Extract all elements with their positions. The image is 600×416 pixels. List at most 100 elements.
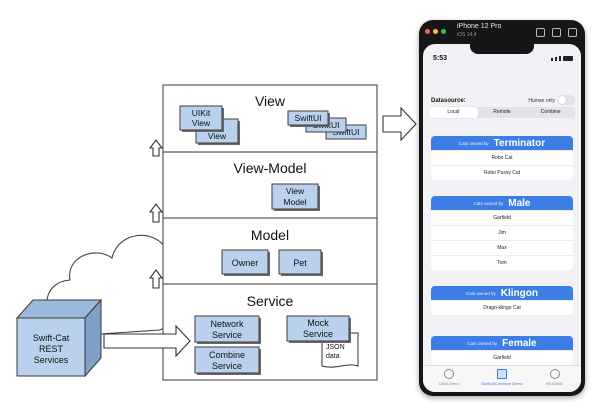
svg-text:View: View [286, 186, 305, 196]
list-item[interactable]: Robo Cat [431, 150, 573, 165]
uikit-view-stack: View UIKit View [179, 105, 240, 145]
rotate-icon[interactable] [568, 28, 577, 37]
toolbar-icons [536, 28, 577, 37]
card-prefix: Cats owned by [473, 200, 504, 206]
swiftui-front-label: SwiftUI [295, 113, 322, 123]
tab-swiftui-combine-demo[interactable]: SwiftUI/Combine Demo [476, 366, 529, 392]
close-dot-icon[interactable] [425, 29, 430, 34]
pet-box: Pet [278, 249, 323, 276]
list-item[interactable]: Max [431, 240, 573, 255]
building-icon [497, 369, 507, 379]
minimize-dot-icon[interactable] [433, 29, 438, 34]
list-item[interactable]: Robo Pussy Cat [431, 165, 573, 180]
datasource-segmented-control: Local Remote Combine [429, 107, 575, 118]
combine-service-box: Combine Service [194, 346, 261, 375]
svg-text:JSON: JSON [326, 344, 345, 351]
svg-text:Owner: Owner [232, 258, 259, 268]
list-item[interactable]: Garfield [431, 210, 573, 225]
tab-label: UIKit Demo [439, 381, 460, 386]
svg-text:Services: Services [34, 355, 69, 365]
card-owner: Male [508, 197, 531, 209]
signal-icon [551, 58, 553, 61]
owner-card-klingon: Cats owned by Klingon Drago-klingo Cat [431, 286, 573, 315]
status-time: 5:53 [433, 55, 448, 62]
network-service-box: Network Service [194, 315, 261, 344]
segment-combine[interactable]: Combine [540, 109, 561, 115]
card-prefix: Cats owned by [467, 340, 498, 346]
to-phone-arrow [382, 106, 417, 142]
battery-icon [563, 56, 573, 61]
card-header: Cats owned by Terminator [431, 136, 573, 150]
card-prefix: Cats owned by [458, 140, 489, 146]
svg-text:Swift-Cat: Swift-Cat [33, 333, 70, 343]
datasource-label: Datasource: [431, 98, 466, 104]
tab-readme[interactable]: README [528, 366, 581, 392]
human-only-toggle[interactable] [557, 95, 575, 105]
svg-text:REST: REST [39, 344, 64, 354]
layer-model-title: Model [251, 227, 289, 243]
svg-text:Service: Service [303, 329, 333, 339]
card-owner: Female [502, 337, 537, 349]
svg-text:Service: Service [212, 330, 242, 340]
uikit-label-1: UIKit [192, 108, 211, 118]
os-version: iOS 14.4 [457, 32, 477, 38]
svg-text:Combine: Combine [209, 350, 245, 360]
info-icon [549, 369, 560, 379]
tab-label: SwiftUI/Combine Demo [481, 381, 523, 386]
list-item[interactable]: Jim [431, 225, 573, 240]
svg-text:Model: Model [283, 197, 306, 207]
uikit-back-label: View [208, 131, 227, 141]
up-arrow-icon [148, 139, 164, 157]
layer-view-title: View [255, 93, 286, 109]
owner-box: Owner [221, 249, 270, 276]
list-item[interactable]: Garfield [431, 350, 573, 365]
card-header: Cats owned by Klingon [431, 286, 573, 300]
device-info: iPhone 12 Pro iOS 14.4 [457, 23, 501, 39]
owner-card-male: Cats owned by Male Garfield Jim Max Tom [431, 196, 573, 270]
swift-cat-rest-cube: Swift-Cat REST Services [15, 298, 103, 378]
svg-text:Service: Service [212, 361, 242, 371]
view-model-box: View Model [271, 183, 320, 211]
screenshot-icon[interactable] [536, 28, 545, 37]
cube-to-service-arrow [103, 324, 191, 358]
svg-text:Mock: Mock [307, 318, 329, 328]
segment-local[interactable]: Local [429, 107, 478, 118]
notch [470, 44, 534, 54]
signal-icon [555, 57, 557, 61]
mock-service-box: Mock Service [286, 315, 351, 343]
card-header: Cats owned by Male [431, 196, 573, 210]
zoom-dot-icon[interactable] [441, 29, 446, 34]
segment-remote[interactable]: Remote [493, 109, 511, 115]
card-owner: Terminator [493, 137, 546, 149]
signal-icon [559, 56, 561, 61]
layer-service-title: Service [247, 293, 294, 309]
svg-text:data: data [326, 353, 340, 360]
layer-view-model-title: View-Model [234, 160, 307, 176]
up-arrow-icon [148, 269, 164, 289]
tab-bar: UIKit Demo SwiftUI/Combine Demo README [423, 365, 581, 392]
simulator-titlebar: iPhone 12 Pro iOS 14.4 [419, 20, 585, 44]
person-icon [444, 369, 455, 379]
card-prefix: Cats owned by [466, 290, 496, 296]
tab-label: README [546, 381, 564, 386]
svg-text:Network: Network [210, 319, 244, 329]
iphone-simulator: iPhone 12 Pro iOS 14.4 5:53 Datasource: … [419, 20, 585, 396]
list-item[interactable]: Tom [431, 255, 573, 270]
up-arrow-icon [148, 203, 164, 223]
svg-text:Pet: Pet [293, 258, 307, 268]
home-icon[interactable] [552, 28, 561, 37]
status-icons [551, 56, 573, 61]
list-item[interactable]: Drago-klingo Cat [431, 300, 573, 315]
card-owner: Klingon [500, 287, 538, 299]
human-only-label: Human only [528, 98, 555, 104]
owner-card-terminator: Cats owned by Terminator Robo Cat Robo P… [431, 136, 573, 180]
tab-uikit-demo[interactable]: UIKit Demo [423, 366, 476, 392]
window-controls[interactable] [425, 29, 446, 34]
card-header: Cats owned by Female [431, 336, 573, 350]
phone-screen: 5:53 Datasource: Human only Local Remote… [423, 44, 581, 392]
swiftui-view-stack: SwiftUI SwiftUI SwiftUI [287, 110, 367, 140]
uikit-label-2: View [192, 118, 211, 128]
device-name: iPhone 12 Pro [457, 23, 502, 30]
owner-card-female: Cats owned by Female Garfield [431, 336, 573, 365]
